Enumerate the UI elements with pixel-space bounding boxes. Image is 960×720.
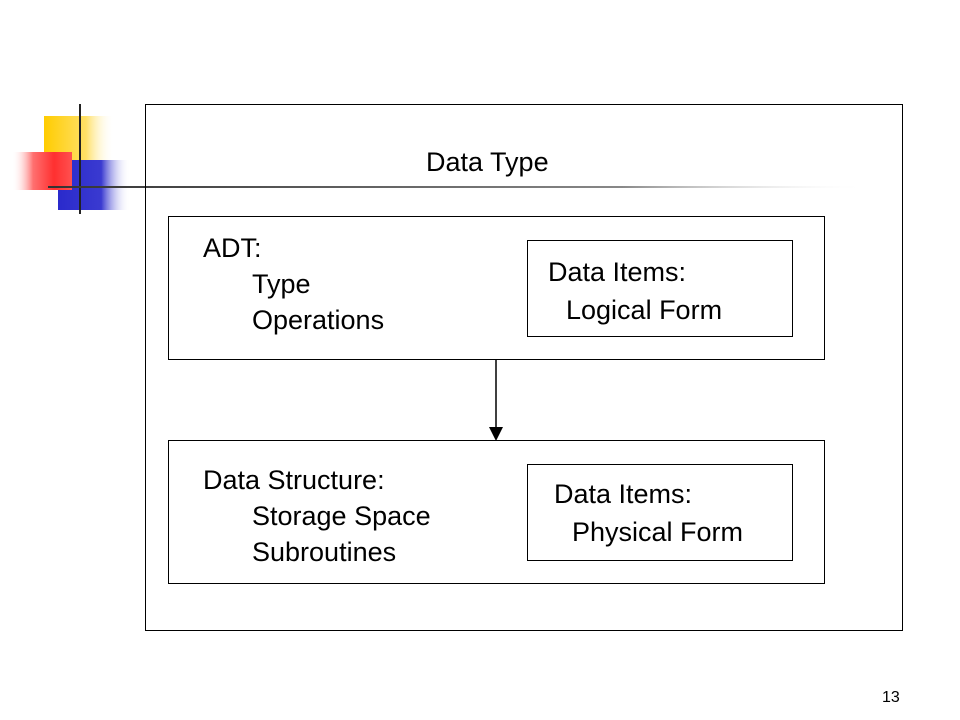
physical-form-line1: Data Items: xyxy=(554,479,693,509)
data-type-container xyxy=(145,104,903,631)
deco-horizontal-line xyxy=(48,186,868,188)
logical-form-box: Data Items: Logical Form xyxy=(527,240,793,337)
data-structure-item-storage: Storage Space xyxy=(252,501,431,531)
adt-item-type: Type xyxy=(252,269,311,299)
physical-form-line2: Physical Form xyxy=(572,517,744,547)
page-number: 13 xyxy=(882,689,900,706)
adt-label-block: ADT: Type Operations xyxy=(203,230,384,338)
deco-red-square xyxy=(12,152,72,190)
diagram-title: Data Type xyxy=(426,147,549,177)
data-structure-label-block: Data Structure: Storage Space Subroutine… xyxy=(203,462,431,570)
adt-item-operations: Operations xyxy=(252,305,385,335)
physical-form-box: Data Items: Physical Form xyxy=(527,464,793,561)
data-structure-heading: Data Structure: xyxy=(203,465,385,495)
logical-form-line1: Data Items: xyxy=(548,257,687,287)
adt-heading: ADT: xyxy=(203,233,262,263)
logical-form-line2: Logical Form xyxy=(566,295,723,325)
data-structure-item-subroutines: Subroutines xyxy=(252,537,397,567)
